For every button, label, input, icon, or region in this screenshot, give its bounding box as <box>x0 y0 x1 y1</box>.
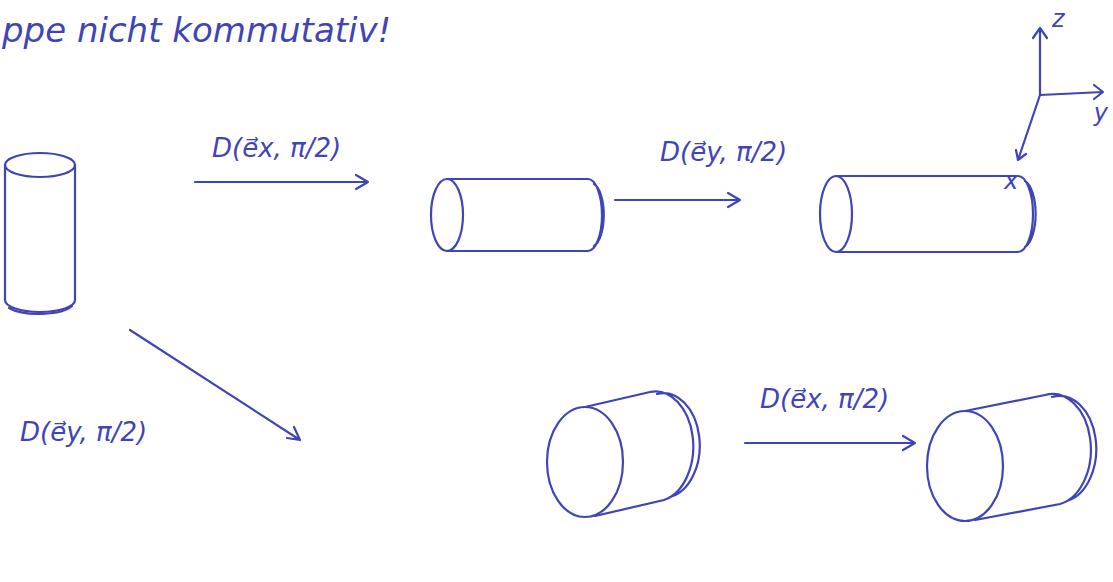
rotation-label: D(e⃗x, π/2) <box>212 134 341 163</box>
coordinate-axes <box>1016 28 1103 160</box>
axis-label: y <box>1094 100 1108 126</box>
cylinder-upright <box>5 153 75 314</box>
cylinder-tilted <box>927 394 1096 521</box>
arrow <box>745 436 915 450</box>
rotation-label: D(e⃗y, π/2) <box>660 138 787 167</box>
cylinder-tilted <box>547 391 700 517</box>
arrow <box>195 175 368 189</box>
cylinder-horizontal <box>431 179 604 251</box>
heading-note: ppe nicht kommutativ! <box>2 12 391 49</box>
rotation-label: D(e⃗y, π/2) <box>20 418 147 447</box>
arrow <box>130 330 300 440</box>
arrow <box>615 193 740 207</box>
axis-label: x <box>1004 168 1018 194</box>
rotation-label: D(e⃗x, π/2) <box>760 385 889 414</box>
axis-label: z <box>1052 6 1065 32</box>
cylinder-horizontal <box>820 176 1036 252</box>
